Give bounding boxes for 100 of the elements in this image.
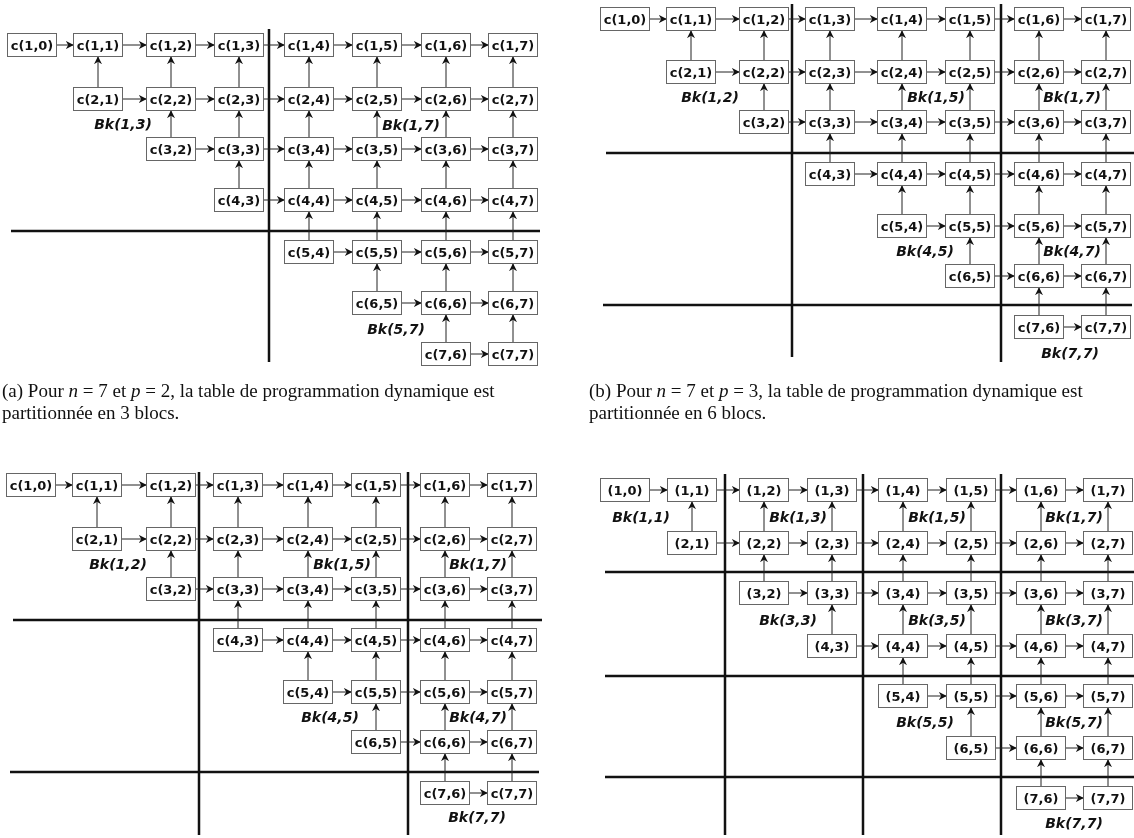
table-cell: c(4,7): [1081, 162, 1131, 186]
table-cell: c(5,4): [877, 214, 927, 238]
arrow: [826, 83, 834, 111]
table-cell: c(3,3): [213, 577, 263, 601]
table-cell: c(4,4): [284, 188, 334, 212]
block-label: Bk(1,7): [1045, 509, 1103, 525]
table-cell: c(7,6): [1014, 315, 1064, 339]
arrow: [788, 68, 806, 76]
block-label: Bk(1,3): [94, 116, 152, 132]
arrow: [1102, 287, 1110, 316]
arrow: [899, 554, 907, 582]
table-cell: c(7,6): [420, 781, 470, 805]
arrow: [995, 539, 1017, 547]
table-cell: (1,5): [946, 478, 996, 502]
table-cell: c(1,5): [945, 7, 995, 31]
arrow: [1037, 707, 1045, 737]
table-cell: c(2,3): [805, 60, 855, 84]
arrow: [195, 95, 215, 103]
arrow: [469, 688, 488, 696]
arrow: [470, 41, 489, 49]
arrow: [121, 481, 147, 489]
table-cell: c(2,2): [739, 60, 789, 84]
arrow: [828, 501, 836, 532]
table-cell: c(2,3): [214, 87, 264, 111]
table-cell: c(2,5): [945, 60, 995, 84]
arrow: [508, 753, 516, 782]
arrow: [1104, 554, 1112, 582]
table-cell: c(1,1): [73, 33, 123, 57]
arrow: [788, 486, 808, 494]
arrow: [509, 211, 517, 241]
arrow: [333, 196, 353, 204]
block-label: Bk(4,5): [301, 709, 359, 725]
table-cell: c(1,0): [7, 33, 57, 57]
arrow: [332, 636, 352, 644]
arrow: [1104, 501, 1112, 532]
arrow: [966, 30, 974, 61]
table-cell: c(4,6): [421, 188, 471, 212]
arrow: [332, 535, 352, 543]
arrow: [304, 496, 312, 528]
table-cell: c(2,4): [284, 87, 334, 111]
block-label: Bk(7,7): [1041, 345, 1099, 361]
table-cell: (2,1): [667, 531, 717, 555]
block-label: Bk(1,5): [907, 89, 965, 105]
arrow: [122, 41, 147, 49]
arrow: [333, 41, 353, 49]
table-cell: (3,7): [1083, 581, 1133, 605]
arrow: [1035, 237, 1043, 265]
block-label: Bk(1,7): [449, 556, 507, 572]
arrow: [509, 263, 517, 292]
arrow: [262, 585, 284, 593]
arrow: [994, 15, 1015, 23]
arrow: [234, 550, 242, 578]
arrow: [1102, 133, 1110, 163]
arrow: [333, 95, 353, 103]
block-label: Bk(3,3): [759, 612, 817, 628]
arrow: [926, 170, 946, 178]
table-cell: c(1,4): [284, 33, 334, 57]
table-cell: c(1,0): [600, 7, 650, 31]
arrow: [442, 56, 450, 88]
table-cell: c(3,5): [352, 137, 402, 161]
table-cell: c(4,3): [805, 162, 855, 186]
arrow: [716, 486, 740, 494]
arrow: [854, 15, 878, 23]
arrow: [167, 56, 175, 88]
arrow: [854, 68, 878, 76]
table-cell: c(1,3): [213, 473, 263, 497]
table-cell: (5,5): [946, 684, 996, 708]
arrow: [788, 539, 808, 547]
table-cell: c(2,3): [213, 527, 263, 551]
block-label: Bk(3,5): [908, 612, 966, 628]
arrow: [195, 145, 215, 153]
arrow: [332, 688, 352, 696]
arrow: [441, 550, 449, 578]
arrow: [469, 789, 488, 797]
arrow: [195, 585, 214, 593]
arrow: [469, 535, 488, 543]
arrow: [262, 636, 284, 644]
table-cell: c(2,1): [73, 87, 123, 111]
arrow: [1065, 744, 1084, 752]
table-cell: c(3,2): [146, 137, 196, 161]
arrow: [760, 30, 768, 61]
arrow: [715, 68, 740, 76]
table-cell: c(5,4): [284, 240, 334, 264]
arrow: [373, 160, 381, 189]
arrow: [470, 196, 489, 204]
arrow: [995, 692, 1017, 700]
table-cell: c(4,7): [488, 188, 538, 212]
arrow: [372, 600, 380, 629]
arrow: [1065, 642, 1084, 650]
table-cell: (6,5): [946, 736, 996, 760]
arrow: [304, 550, 312, 578]
block-label: Bk(5,7): [367, 321, 425, 337]
table-cell: (1,2): [739, 478, 789, 502]
arrow: [235, 110, 243, 138]
table-cell: (1,4): [878, 478, 928, 502]
arrow: [93, 496, 101, 528]
table-cell: (2,2): [739, 531, 789, 555]
arrow: [372, 651, 380, 681]
table-cell: c(1,1): [666, 7, 716, 31]
arrow: [899, 657, 907, 685]
